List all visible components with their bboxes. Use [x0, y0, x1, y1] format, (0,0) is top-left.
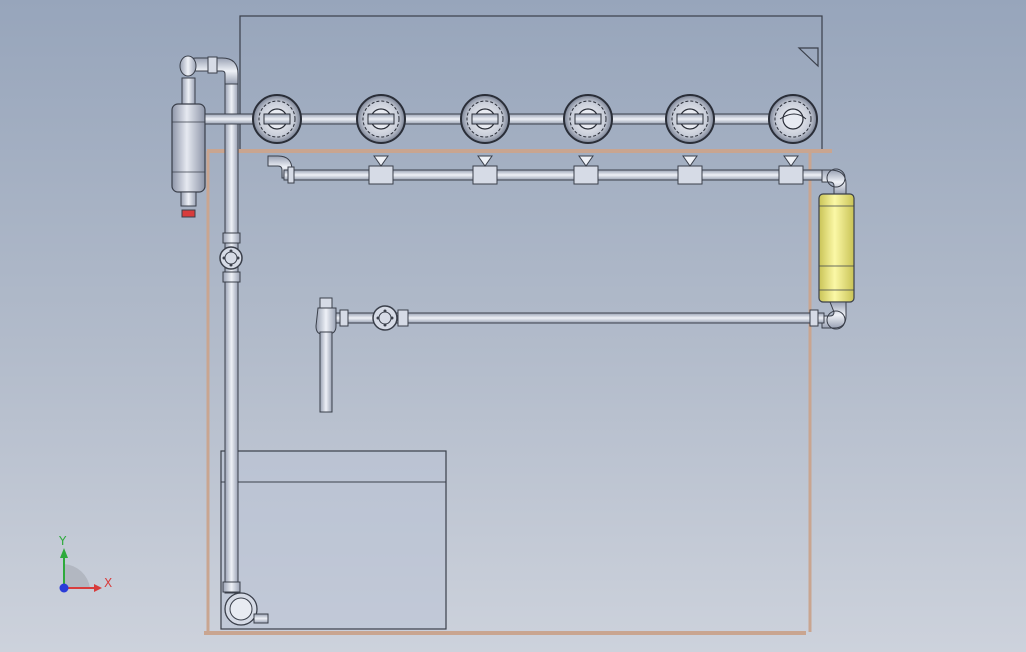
axis-triad: X Y	[58, 534, 112, 593]
sprinkler-nozzle[interactable]	[768, 94, 818, 144]
return-pipe[interactable]	[335, 309, 825, 327]
drop-pipe-elbow[interactable]	[315, 297, 337, 413]
submersible-pump[interactable]	[224, 592, 269, 626]
drain-tee[interactable]	[472, 155, 498, 185]
riser-pipe[interactable]	[222, 77, 241, 594]
return-union-valve[interactable]	[372, 305, 398, 331]
water-tank[interactable]	[220, 450, 447, 630]
sprinkler-nozzle[interactable]	[460, 94, 510, 144]
collection-pipe[interactable]	[267, 155, 825, 184]
sprinkler-nozzle[interactable]	[563, 94, 613, 144]
sprinkler-nozzles	[252, 94, 818, 144]
drain-tee[interactable]	[677, 155, 703, 185]
frame	[204, 15, 832, 635]
inline-filter-right[interactable]	[818, 168, 855, 330]
y-axis-label: Y	[58, 534, 67, 548]
sprinkler-nozzle[interactable]	[665, 94, 715, 144]
collection-tees	[368, 155, 804, 185]
upper-enclosure	[239, 15, 823, 153]
sprinkler-nozzle[interactable]	[252, 94, 302, 144]
top-elbow[interactable]	[179, 55, 239, 85]
inline-filter-left[interactable]	[171, 77, 206, 218]
riser-union-valve[interactable]	[219, 246, 243, 270]
enclosure-corner-bracket	[797, 47, 819, 68]
drain-tee[interactable]	[573, 155, 599, 185]
drain-tee[interactable]	[778, 155, 804, 185]
drain-tee[interactable]	[368, 155, 394, 185]
x-axis-label: X	[104, 576, 112, 590]
sprinkler-nozzle[interactable]	[356, 94, 406, 144]
